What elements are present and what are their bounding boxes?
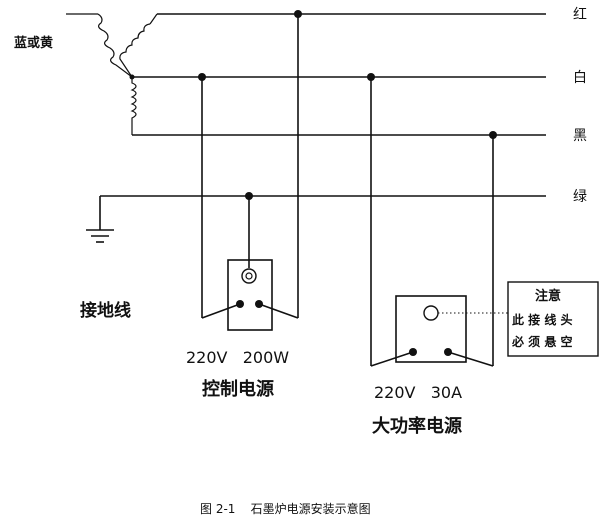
high-power-box: [370, 77, 508, 367]
control-power-box: [201, 14, 299, 331]
label-white: 白: [573, 70, 587, 86]
note-line2: 必 须 悬 空: [511, 334, 573, 349]
transformer-label: 蓝或黄: [14, 35, 53, 51]
ground-symbol: [86, 196, 114, 243]
note-title: 注意: [535, 288, 561, 304]
label-red: 红: [573, 7, 587, 23]
note-line1: 此 接 线 头: [512, 312, 573, 327]
control-title: 控制电源: [202, 378, 274, 400]
control-ratings: 220V 200W: [186, 348, 289, 367]
power-ratings: 220V 30A: [374, 383, 462, 402]
figure-caption: 图 2-1 石墨炉电源安装示意图: [200, 501, 371, 516]
power-title: 大功率电源: [372, 415, 462, 437]
ground-label: 接地线: [80, 300, 131, 321]
label-green: 绿: [573, 189, 587, 205]
transformer-coils: [66, 13, 158, 135]
label-black: 黑: [573, 128, 587, 144]
note-box: [507, 281, 599, 357]
